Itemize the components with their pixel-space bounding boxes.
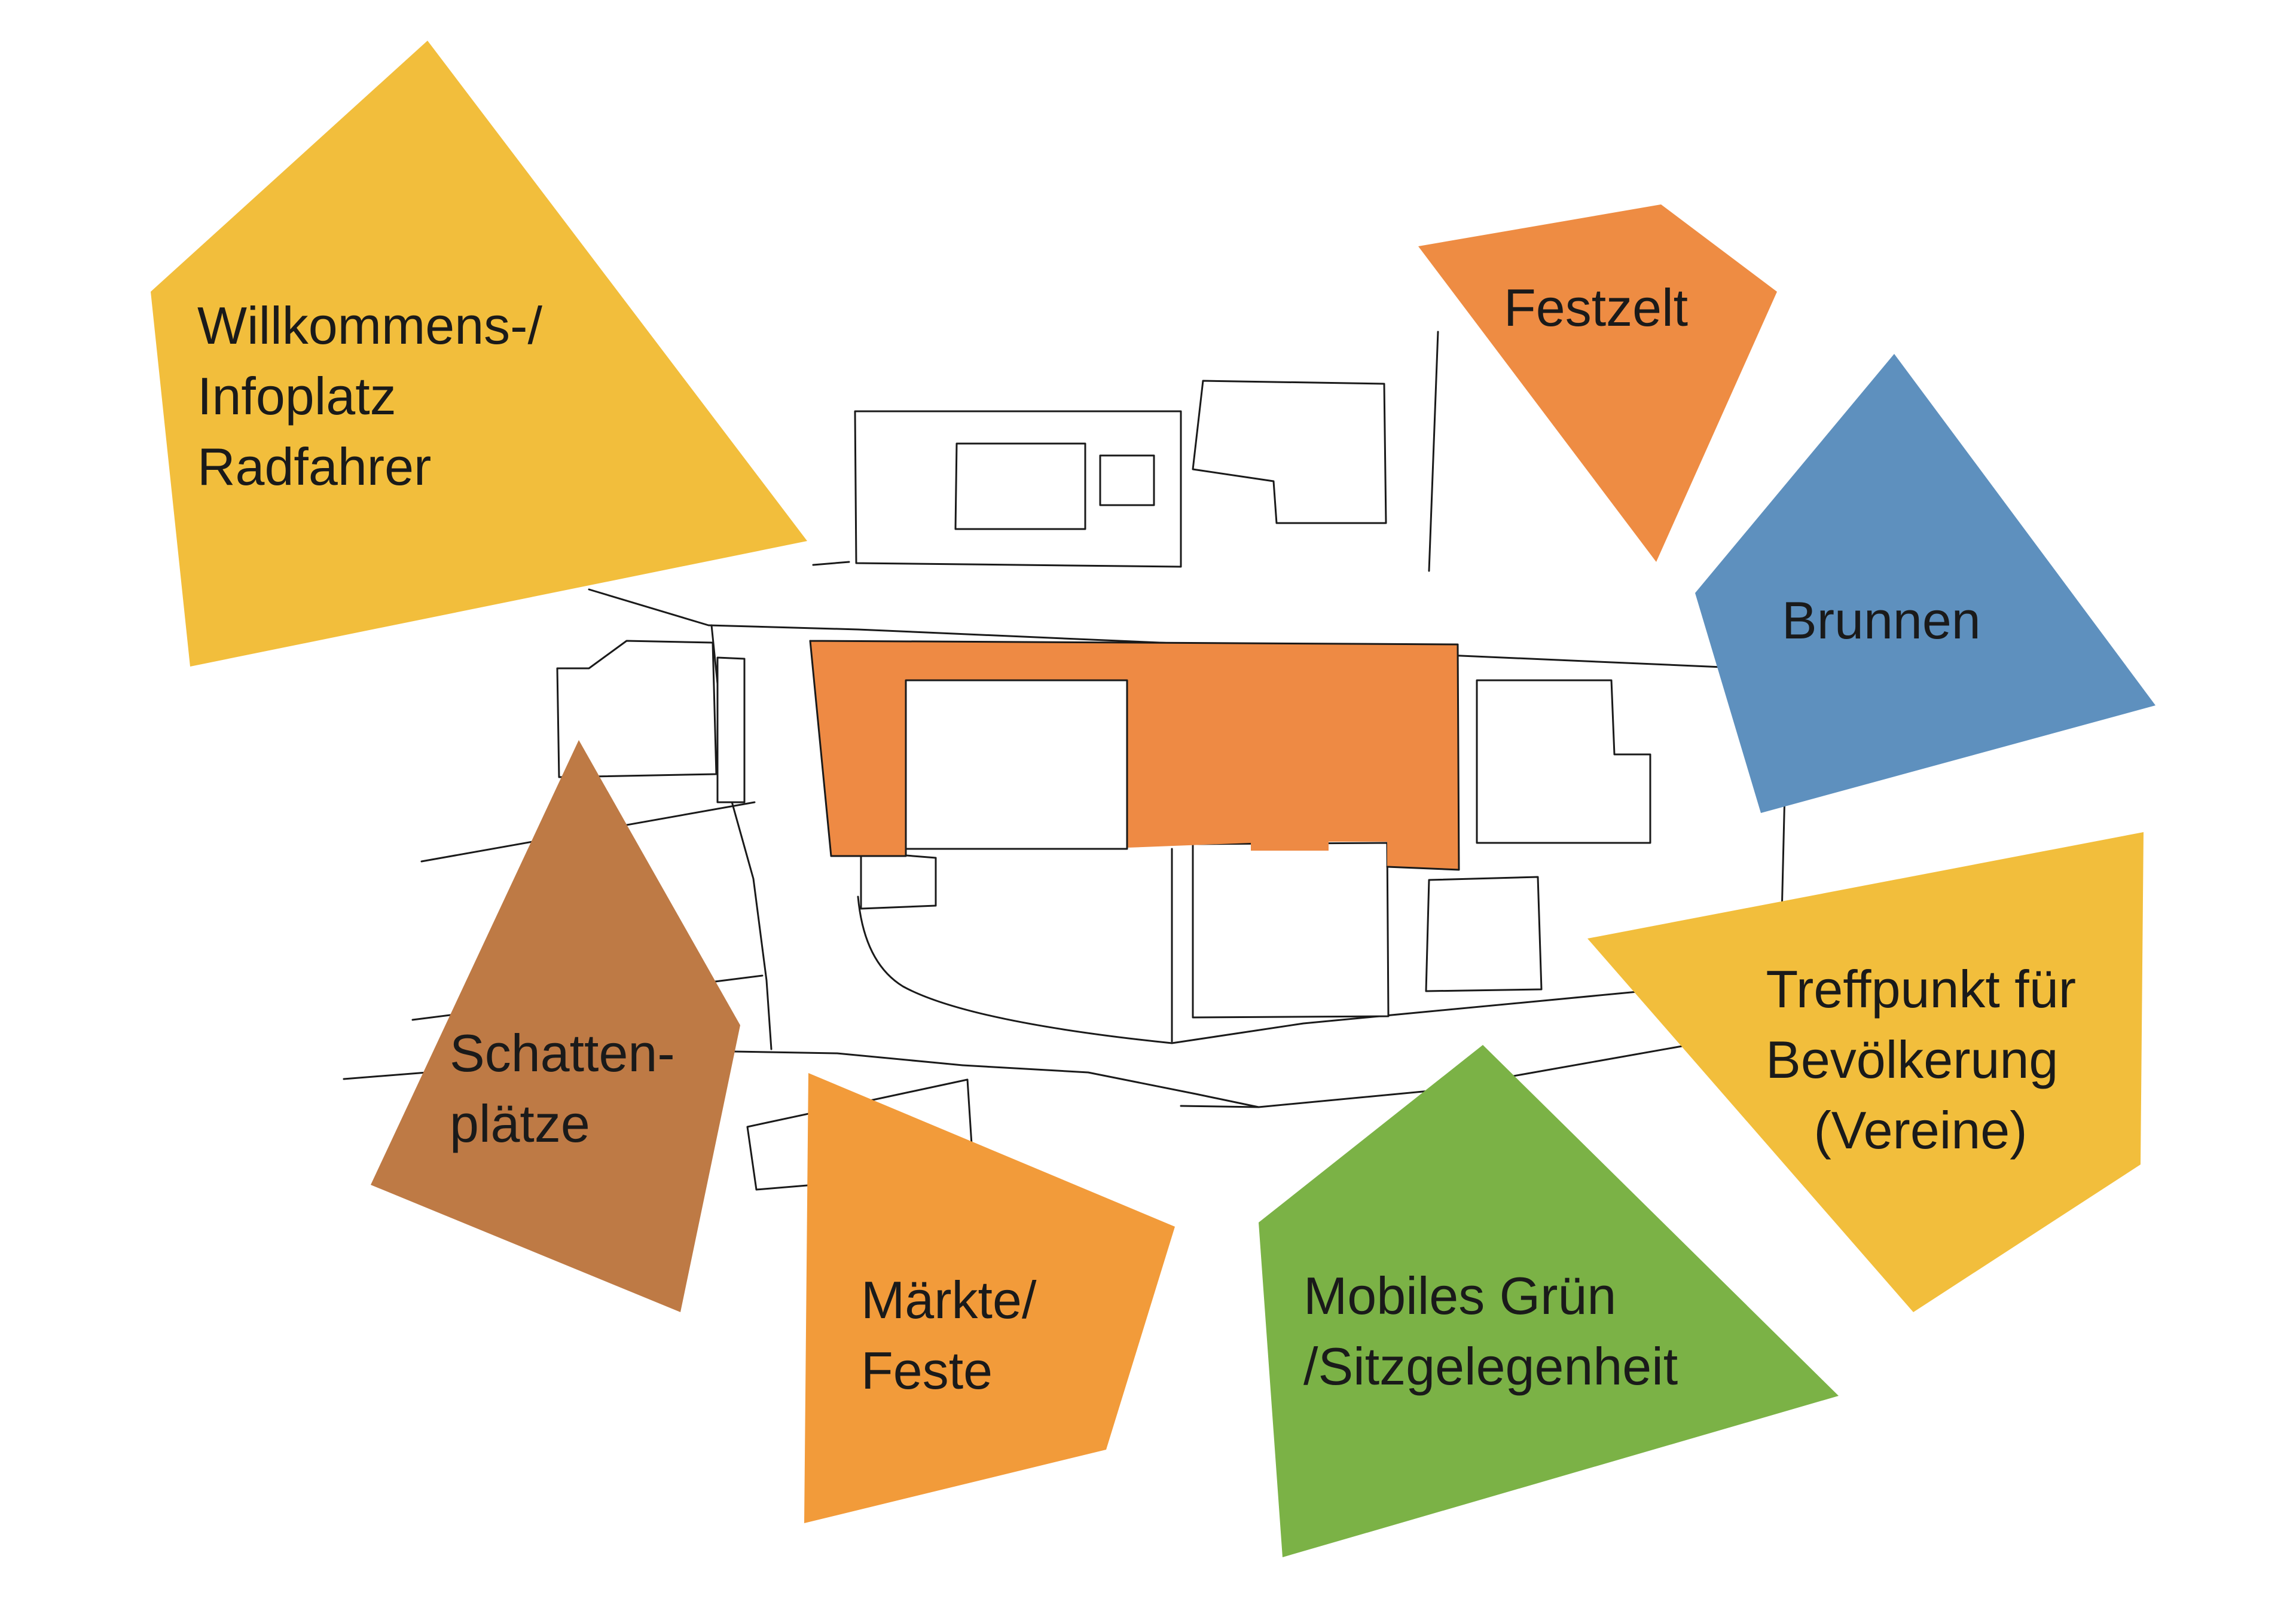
zone-maerkte-shape [804,1073,1175,1523]
zone-gruen-shape [1259,1045,1839,1557]
zone-label-gruen: Mobiles Grün /Sitzgelegenheit [1303,1266,1678,1396]
zone-label-festzelt: Festzelt [1504,278,1688,337]
building [905,679,1128,850]
building [716,656,746,803]
building [1425,876,1543,992]
zone-treffpunkt-shape [1587,832,2144,1312]
central-plaza-area [810,641,1459,870]
zone-willkommen-shape [151,41,807,667]
zone-brunnen-shape [1695,354,2155,813]
building [1099,454,1155,506]
building [860,851,937,910]
building [1192,842,1390,1019]
building [1476,679,1651,844]
building [1192,380,1387,524]
zone-label-brunnen: Brunnen [1782,591,1981,650]
zone-label-willkommen: Willkommens-/ Infoplatz Radfahrer [197,296,557,496]
zone-festzelt-shape [1418,204,1777,562]
building [556,640,718,778]
zone-schatten-shape [371,740,740,1312]
building [954,442,1086,530]
zone-label-schatten: Schatten- plätze [450,1023,689,1153]
zones [151,41,2155,1557]
buildings [556,380,1651,1191]
zone-label-treffpunkt: Treffpunkt für Bevölkerung (Vereine) [1766,959,2090,1160]
zone-labels: Willkommens-/ Infoplatz Radfahrer Festze… [197,278,2090,1400]
zone-label-maerkte: Märkte/ Feste [861,1270,1051,1400]
